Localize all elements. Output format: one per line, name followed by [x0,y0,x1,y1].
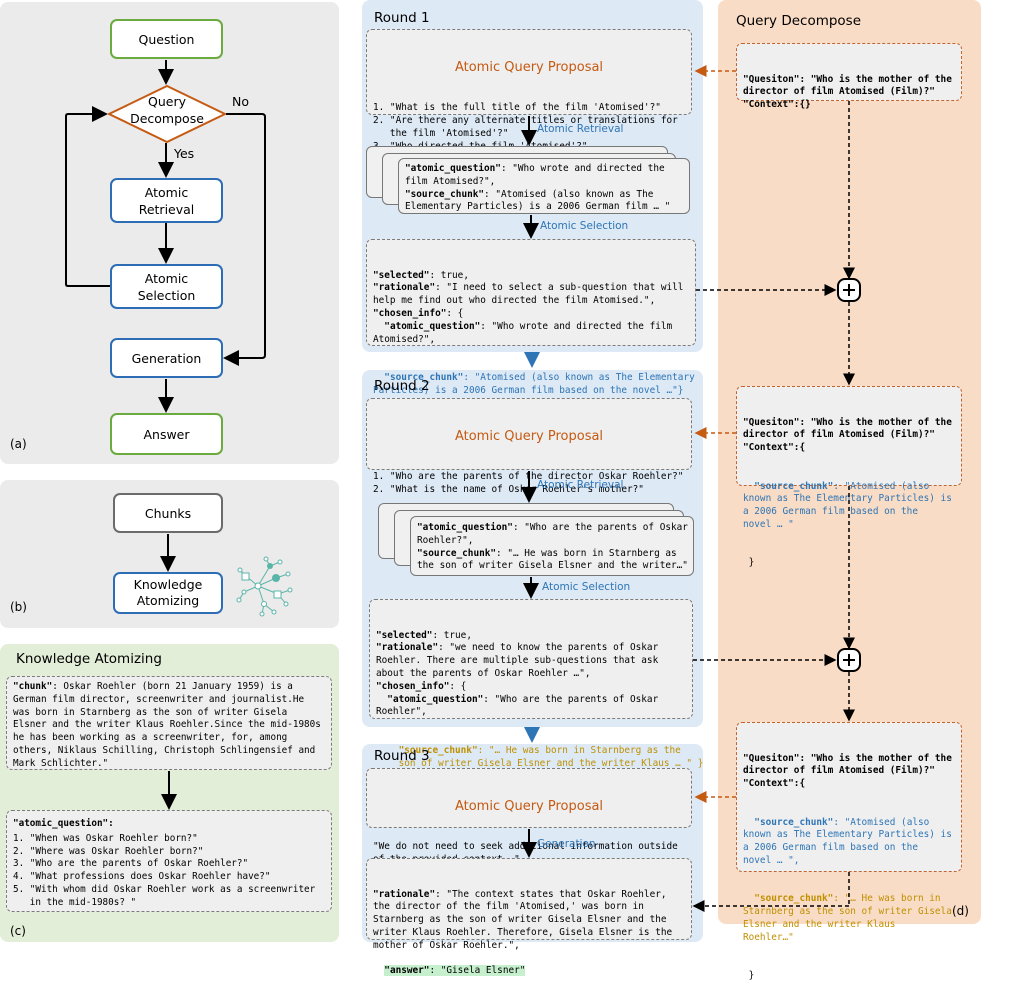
knowledge-graph-icon [236,556,296,618]
decompose-3-source-2: "source_chunk": "… He was born in Starnb… [743,893,952,943]
atomic-question-key: "atomic_question": [13,818,114,829]
decompose-box-2: "Quesiton": "Who is the mother of the di… [736,386,962,568]
decompose-box-1: "Quesiton": "Who is the mother of the di… [736,43,962,110]
round3-generation-label: Generation [537,838,596,850]
round2-title: Round 2 [374,378,430,394]
round2-retrieved-card: "atomic_question": "Who are the parents … [410,516,694,576]
panel-d-label: (d) [952,904,969,918]
final-answer: "answer": "Gisela Elsner" [384,965,526,977]
round-arrows [521,116,539,858]
chunk-box: "chunk": Oskar Roehler (born 21 January … [6,676,332,770]
decompose-2-source: "source_chunk": "Atomised (also known as… [743,480,952,530]
round1-selection-text: "selected": true, "rationale": "I need t… [373,269,684,345]
panel-b-label: (b) [10,600,27,614]
round2-retrieval-label: Atomic Retrieval [537,479,624,491]
knowledge-atomizing-title: Knowledge Atomizing [16,651,162,667]
chunk-text: "chunk": Oskar Roehler (born 21 January … [13,681,321,769]
round2-selection-label: Atomic Selection [542,581,631,593]
decompose-to-proposal-arrows [694,65,736,803]
atomic-question-list: 1. "When was Oskar Roehler born?" 2. "Wh… [13,832,316,908]
round3-proposal-title: Atomic Query Proposal [454,798,604,814]
plus-merge-node-2 [837,648,861,672]
merge-arrows [692,101,855,912]
panel-a-arrows [65,60,266,413]
no-label: No [232,94,249,109]
question-node: Question [110,19,223,59]
round2-proposal-title: Atomic Query Proposal [454,428,604,444]
connector-arrows [65,60,861,912]
round1-proposal-title: Atomic Query Proposal [454,59,604,75]
round2-card-text: "atomic_question": "Who are the parents … [417,522,688,572]
panel-b-c-arrows [160,534,177,810]
atomic-selection-node: Atomic Selection [110,264,223,309]
plus-merge-node-1 [837,278,861,302]
round3-final-text: "rationale": "The context states that Os… [373,888,673,951]
round2-proposal-box: Atomic Query Proposal 1. "Who are the pa… [366,398,692,508]
panel-a-label: (a) [10,437,27,451]
decompose-1-text: "Quesiton": "Who is the mother of the di… [743,73,952,111]
atomic-question-box: "atomic_question": 1. "When was Oskar Roe… [6,810,332,912]
panel-c-label: (c) [10,924,26,938]
round1-card-text: "atomic_question": "Who wrote and direct… [405,163,671,213]
query-decompose-label: Query Decompose [130,94,204,126]
round1-title: Round 1 [374,10,430,26]
round2-proposal-list: 1. "Who are the parents of the director … [373,471,684,508]
chunks-node: Chunks [113,493,223,533]
round2-selection-box: "selected": true, "rationale": "we need … [369,599,703,769]
round3-title: Round 3 [374,748,430,764]
query-decompose-node [106,84,228,144]
round2-selection-text: "selected": true, "rationale": "we need … [376,629,659,718]
round1-selection-source: "source_chunk": "Atomised (also known as… [373,371,695,396]
decompose-3-source-1: "source_chunk": "Atomised (also known as… [743,816,952,866]
atomic-retrieval-node: Atomic Retrieval [110,178,223,223]
decompose-box-3: "Quesiton": "Who is the mother of the di… [736,722,962,981]
decompose-diamond [106,84,228,144]
decompose-2-head: "Quesiton": "Who is the mother of the di… [743,416,952,454]
decompose-2-tail: } [743,557,755,569]
answer-node: Answer [110,413,223,455]
round1-selection-box: "selected": true, "rationale": "I need t… [366,239,696,396]
knowledge-atomizing-node: Knowledge Atomizing [113,572,223,614]
round1-retrieval-label: Atomic Retrieval [537,123,624,135]
round2-selection-source: "source_chunk": "… He was born in Starnb… [398,744,704,769]
query-decompose-title: Query Decompose [736,13,862,29]
generation-node: Generation [110,338,223,378]
round1-retrieved-card: "atomic_question": "Who wrote and direct… [398,158,690,214]
yes-label: Yes [174,146,195,161]
round1-selection-label: Atomic Selection [540,220,629,232]
decompose-3-head: "Quesiton": "Who is the mother of the di… [743,752,952,790]
decompose-3-tail: } [743,970,755,982]
